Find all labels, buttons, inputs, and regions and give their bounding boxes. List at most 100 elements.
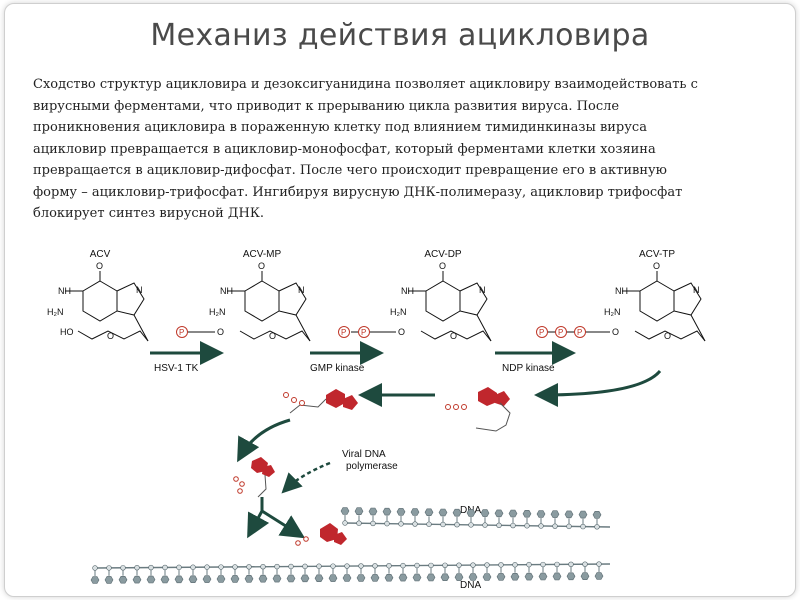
atom-o: O: [664, 331, 671, 341]
dna-base: [536, 510, 546, 518]
atom-n: N: [298, 285, 305, 295]
activated-nucleotide-schematic: [445, 387, 511, 432]
acv-mp-structure: [188, 271, 311, 342]
dna-base: [410, 508, 420, 516]
dna-sugar: [218, 564, 224, 570]
dna-sugar: [356, 520, 362, 526]
atom-nh: NH: [401, 286, 414, 296]
dna-base: [356, 574, 366, 582]
arrow-to-dna-right: [261, 509, 306, 539]
dna-base: [104, 576, 114, 584]
dna-sugar: [596, 561, 602, 567]
dna-base: [426, 573, 436, 582]
dna-sugar: [134, 564, 140, 571]
dna-sugar: [454, 521, 460, 528]
acv-structure: [65, 271, 149, 342]
phosphate-p: P: [577, 328, 582, 337]
incorporated-acyclovir: [295, 523, 347, 546]
paragraph-line: проникновения ацикловира в пораженную кл…: [33, 120, 647, 135]
phosphate-p: P: [179, 328, 184, 337]
paragraph-line: ацикловир превращается в ацикловир-моноф…: [33, 141, 656, 157]
atom-o: O: [439, 261, 446, 271]
dna-sugar: [484, 562, 490, 568]
dna-sugar: [232, 564, 238, 570]
dna-sugar: [274, 563, 280, 570]
atom-h2n: H₂N: [604, 307, 621, 317]
atom-o: O: [450, 331, 457, 341]
dna-sugar: [552, 523, 558, 529]
dna-sugar: [468, 522, 474, 528]
dna-base: [522, 509, 532, 518]
slide-title: Механиз действия ацикловира: [150, 18, 650, 53]
dna-sugar: [400, 562, 406, 569]
dna-base: [188, 575, 198, 584]
molecule-label-acv: ACV: [90, 249, 111, 260]
nucleotide-schematic-left: [283, 389, 358, 414]
dna-base: [468, 573, 478, 581]
dna-base: [424, 508, 434, 517]
atom-nh: NH: [615, 286, 628, 296]
dna-sugar: [554, 561, 560, 568]
atom-n: N: [136, 285, 143, 295]
dna-sugar: [398, 521, 404, 527]
dna-base: [368, 507, 378, 516]
dna-sugar: [582, 561, 588, 567]
dna-base: [538, 572, 548, 581]
dna-base: [118, 575, 128, 584]
atom-ho: HO: [60, 327, 74, 337]
dna-sugar: [414, 562, 420, 569]
atom-o: O: [612, 327, 619, 337]
dna-base: [566, 572, 576, 581]
atom-n: N: [693, 285, 700, 295]
dna-base: [454, 573, 464, 581]
dna-base: [412, 573, 422, 582]
atom-o: O: [107, 331, 114, 341]
dna-sugar: [120, 565, 126, 571]
dna-top-strand: [340, 507, 611, 530]
dna-base: [578, 510, 588, 519]
dna-sugar: [358, 563, 364, 569]
phosphate-p: P: [361, 328, 366, 337]
dna-base: [524, 572, 534, 581]
atom-o: O: [217, 327, 224, 337]
dna-sugar: [442, 562, 448, 568]
dna-sugar: [512, 562, 518, 568]
dna-sugar: [344, 563, 350, 569]
atom-o: O: [398, 327, 405, 337]
dna-sugar: [288, 563, 294, 570]
dna-sugar: [260, 563, 266, 570]
dna-sugar: [538, 523, 544, 529]
atom-h2n: H₂N: [209, 307, 226, 317]
incoming-nucleotide-schematic: [233, 457, 275, 498]
dna-base: [452, 508, 462, 517]
acv-dp-structure: [351, 271, 492, 342]
dna-sugar: [526, 561, 532, 568]
polymerase-label-line1: Viral DNA: [342, 449, 386, 460]
dna-base: [494, 509, 504, 518]
molecule-label-acv-mp: ACV-MP: [243, 249, 282, 260]
dna-sugar: [426, 521, 432, 527]
atom-o: O: [653, 261, 660, 271]
dna-sugar: [316, 563, 322, 569]
dna-sugar: [510, 522, 516, 529]
dna-base: [550, 510, 560, 518]
molecule-label-acv-dp: ACV-DP: [424, 249, 462, 260]
atom-n: N: [479, 285, 486, 295]
dna-base: [438, 508, 448, 517]
dna-sugar: [456, 562, 462, 568]
phosphate-p: P: [558, 328, 563, 337]
dna-sugar: [594, 524, 600, 530]
enzyme-hsv1-tk: HSV-1 TK: [154, 363, 199, 374]
molecule-label-acv-tp: ACV-TP: [639, 249, 675, 260]
dna-base: [552, 572, 562, 581]
paragraph-line: вирусными ферментами, что приводит к пре…: [33, 98, 620, 114]
dna-base: [592, 510, 602, 519]
phosphate-p: P: [539, 328, 544, 337]
dna-base: [496, 573, 506, 581]
dna-sugar: [106, 565, 112, 571]
polymerase-label-line2: polymerase: [346, 461, 398, 472]
atom-nh: NH: [58, 286, 71, 296]
dna-sugar: [428, 562, 434, 569]
dna-base: [564, 510, 574, 519]
dna-base: [508, 509, 518, 518]
